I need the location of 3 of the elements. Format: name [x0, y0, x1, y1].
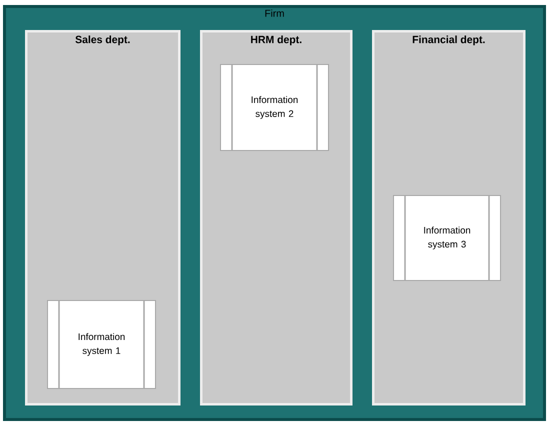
process-box: Information system 3 — [393, 195, 501, 281]
process-box: Information system 2 — [220, 64, 329, 151]
process-box: Information system 1 — [47, 300, 156, 389]
